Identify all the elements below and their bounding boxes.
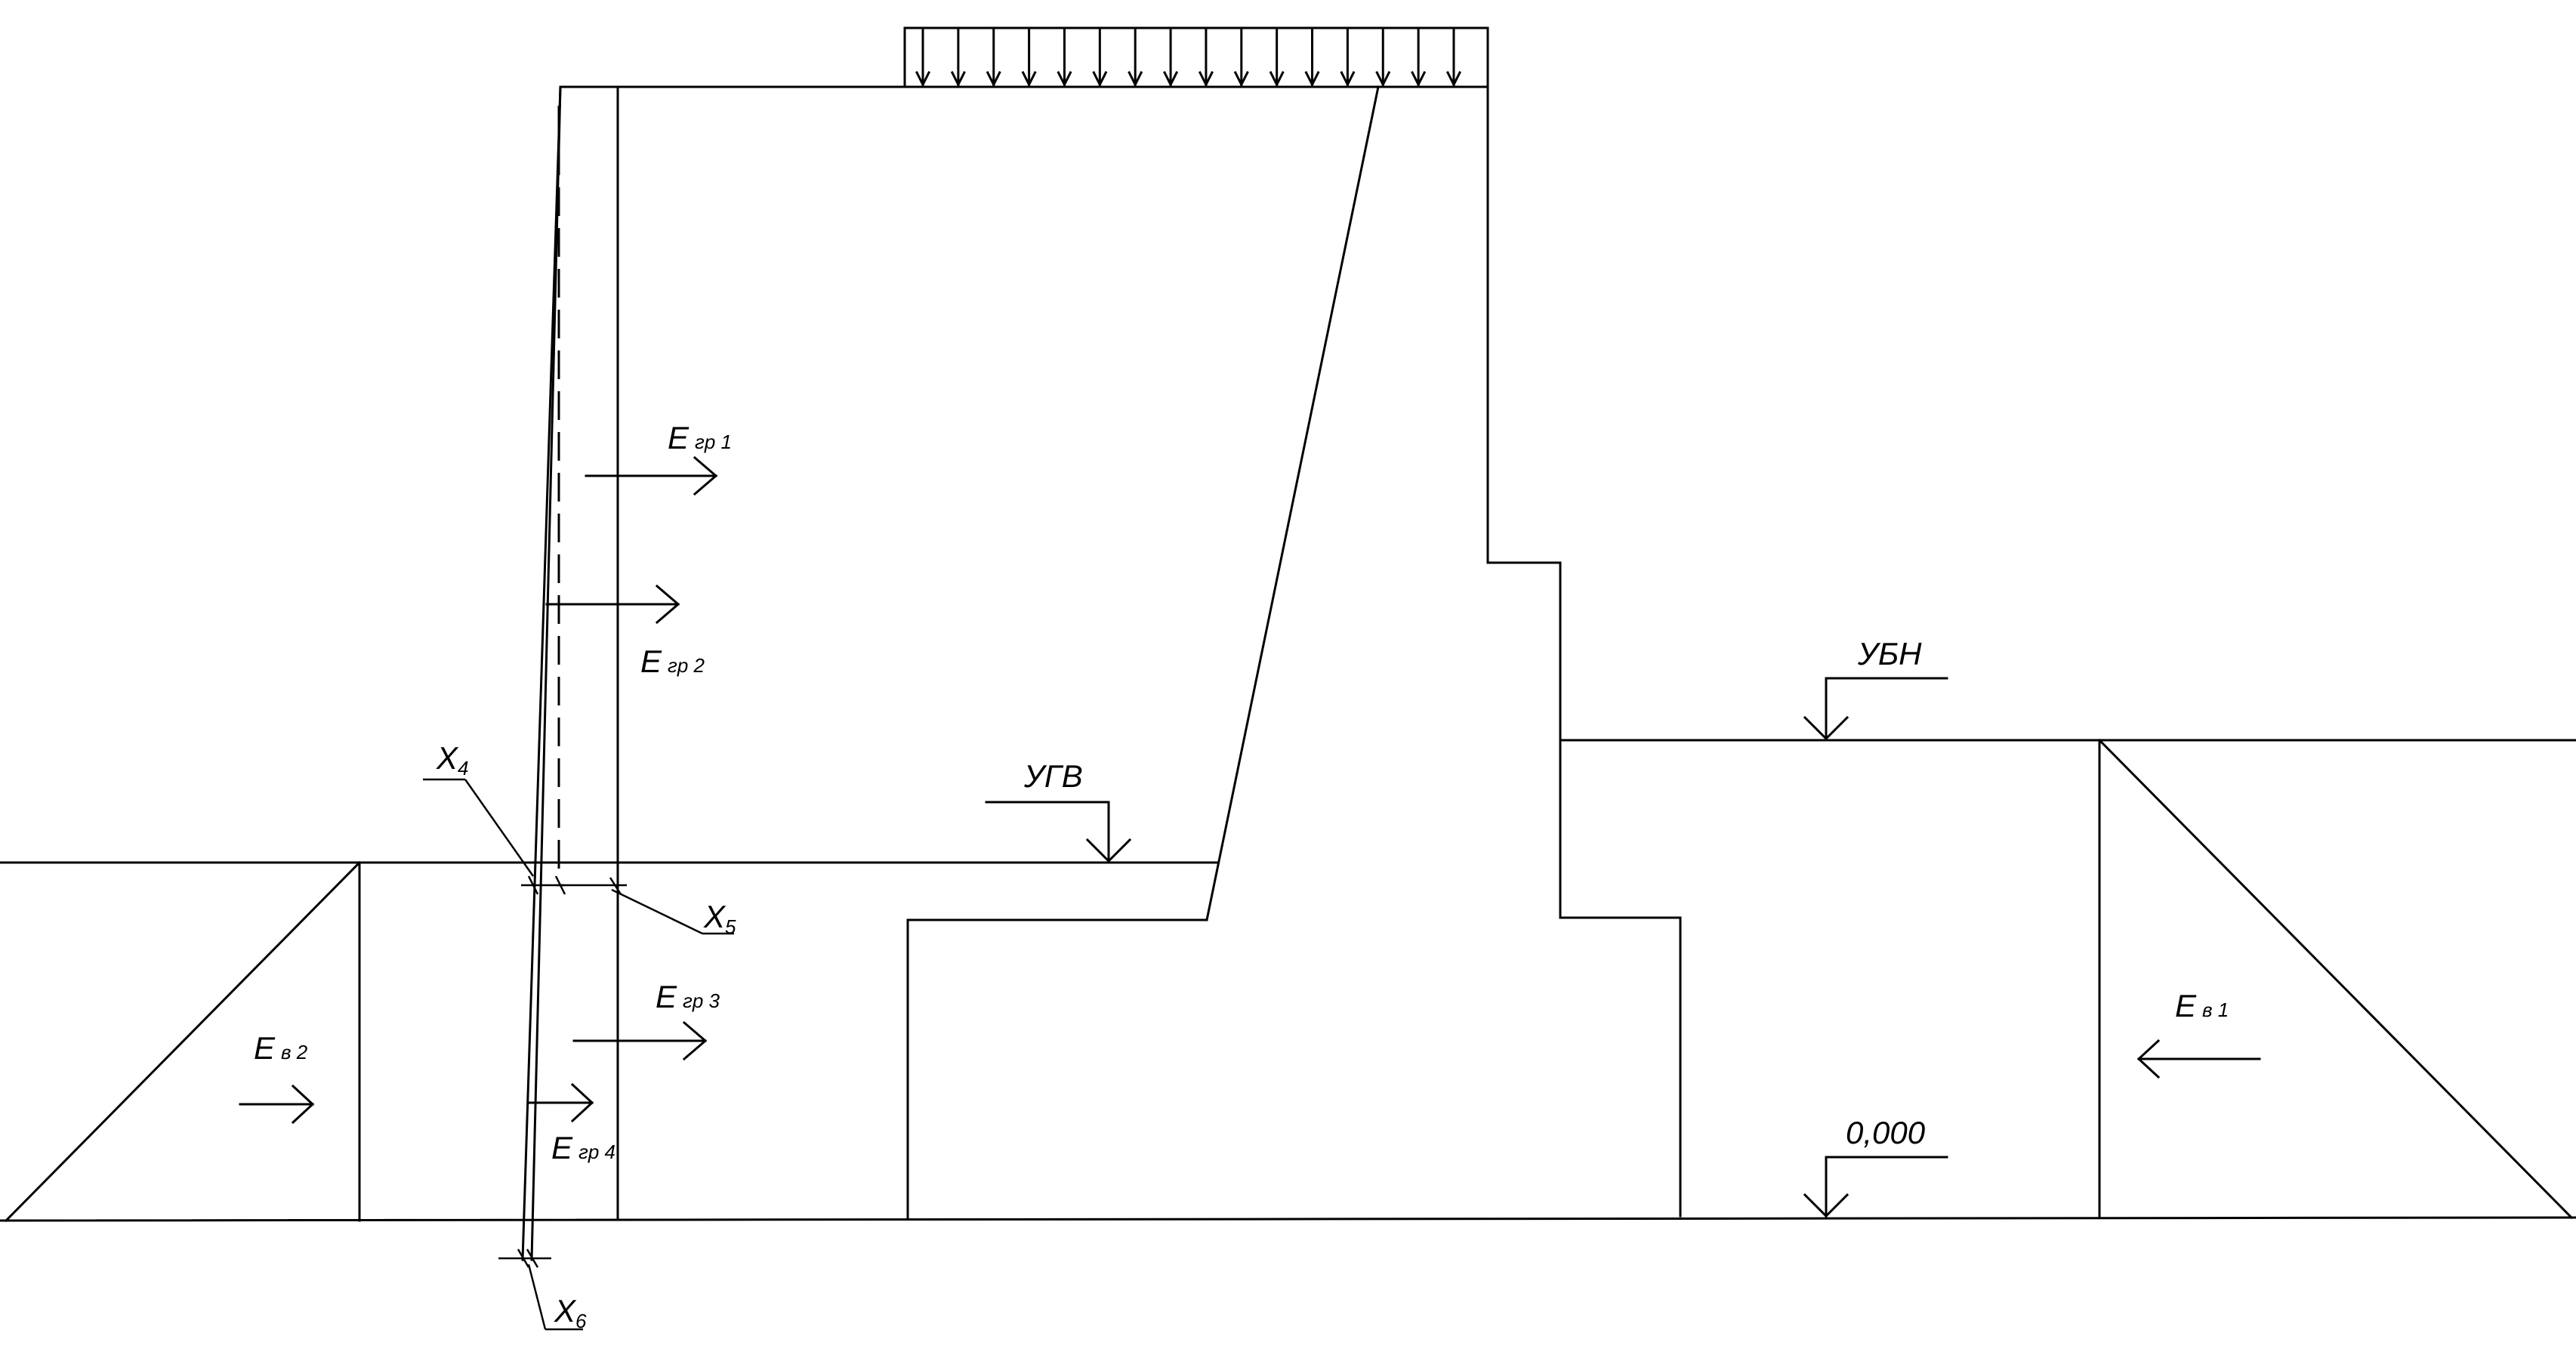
label-x4: X4	[436, 740, 468, 779]
load-arrow	[1445, 29, 1462, 88]
load-arrow	[1021, 29, 1037, 88]
e-gr3-arrow	[572, 1020, 708, 1061]
water-pressure-right	[2097, 738, 2574, 1220]
level-mark-zero	[1803, 1156, 1948, 1218]
label-zero-mark: 0,000	[1846, 1115, 1926, 1150]
load-arrow	[1375, 29, 1391, 88]
load-arrow	[1269, 29, 1285, 88]
load-arrow	[950, 29, 966, 88]
load-arrow	[1198, 29, 1214, 88]
label-ubn: УБН	[1857, 636, 1922, 671]
force-arrows	[239, 455, 2261, 1125]
backfill-outline	[559, 85, 1682, 1218]
e-gr2-arrow	[545, 584, 680, 625]
water-pressure-left	[4, 860, 362, 1223]
load-arrow	[1411, 29, 1427, 88]
load-arrow	[1233, 29, 1249, 88]
surface-load	[903, 26, 1489, 88]
e-gr1-arrow	[585, 455, 718, 496]
level-mark-ubn	[1803, 677, 1948, 741]
label-ugv: УГВ	[1023, 758, 1083, 794]
leader-x5	[556, 877, 734, 935]
ground-lines	[0, 739, 2576, 1222]
label-x6: X6	[554, 1293, 587, 1332]
load-arrow	[1340, 29, 1356, 88]
load-arrow	[986, 29, 1001, 88]
e-v2-arrow	[239, 1084, 315, 1125]
level-mark-ugv	[985, 801, 1132, 863]
e-v1-arrow	[2136, 1039, 2261, 1079]
sheet-pile-wall	[521, 85, 619, 1261]
load-arrow	[1092, 29, 1108, 88]
load-arrow	[1163, 29, 1179, 88]
load-arrow	[1304, 29, 1320, 88]
load-arrow	[1128, 29, 1143, 88]
label-x5: X5	[703, 899, 736, 938]
load-arrow	[1057, 29, 1072, 88]
load-arrows	[915, 29, 1462, 88]
sliding-wedge	[906, 85, 1380, 1219]
e-gr4-arrow	[527, 1082, 594, 1123]
leader-x6	[498, 1249, 583, 1331]
load-arrow	[915, 29, 931, 88]
